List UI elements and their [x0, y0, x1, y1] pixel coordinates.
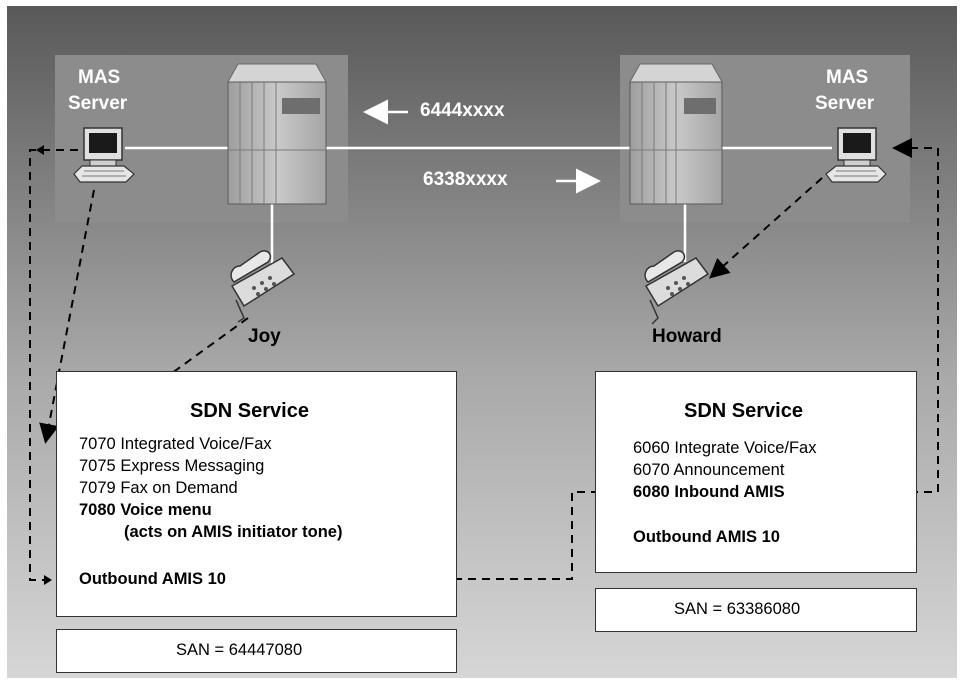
right-item-6080: 6080 Inbound AMIS [633, 483, 785, 501]
left-item-7070: 7070 Integrated Voice/Fax [79, 435, 272, 453]
left-outbound-amis: Outbound AMIS 10 [79, 570, 226, 588]
left-item-7080: 7080 Voice menu [79, 501, 212, 519]
howard-telephone-icon [644, 250, 710, 325]
left-server-label-line1: MAS [78, 67, 121, 88]
right-outbound-amis: Outbound AMIS 10 [633, 528, 780, 546]
left-mas-server-computer-icon [73, 127, 135, 183]
outgoing-trunk-label: 6338xxxx [423, 169, 508, 190]
left-server-label-line2: Server [68, 93, 128, 114]
left-san-box: SAN = 64447080 [56, 629, 457, 673]
right-pbx-cabinet-icon [629, 63, 723, 205]
right-server-label-line1: MAS [826, 67, 869, 88]
right-item-6060: 6060 Integrate Voice/Fax [633, 439, 817, 457]
left-pbx-cabinet-icon [227, 63, 327, 205]
left-item-7080-note: (acts on AMIS initiator tone) [124, 523, 343, 541]
incoming-trunk-label: 6444xxxx [420, 100, 505, 121]
left-sdn-service-box: SDN Service 7070 Integrated Voice/Fax 70… [56, 371, 457, 617]
left-loop-arrowhead [36, 145, 44, 155]
joy-telephone-icon [230, 250, 296, 323]
right-sdn-service-box: SDN Service 6060 Integrate Voice/Fax 607… [595, 371, 917, 573]
left-item-7079: 7079 Fax on Demand [79, 479, 238, 497]
joy-label: Joy [248, 326, 281, 347]
right-san-box: SAN = 63386080 [595, 588, 917, 632]
right-mas-server-computer-icon [825, 127, 887, 183]
left-sdn-title: SDN Service [190, 400, 309, 422]
outbound-start-arrowhead [44, 575, 52, 585]
right-item-6070: 6070 Announcement [633, 461, 785, 479]
howard-label: Howard [652, 326, 722, 347]
left-san-value: SAN = 64447080 [176, 641, 303, 659]
right-server-label-line2: Server [815, 93, 875, 114]
right-sdn-title: SDN Service [684, 400, 803, 422]
right-san-value: SAN = 63386080 [674, 600, 801, 618]
left-item-7075: 7075 Express Messaging [79, 457, 265, 475]
